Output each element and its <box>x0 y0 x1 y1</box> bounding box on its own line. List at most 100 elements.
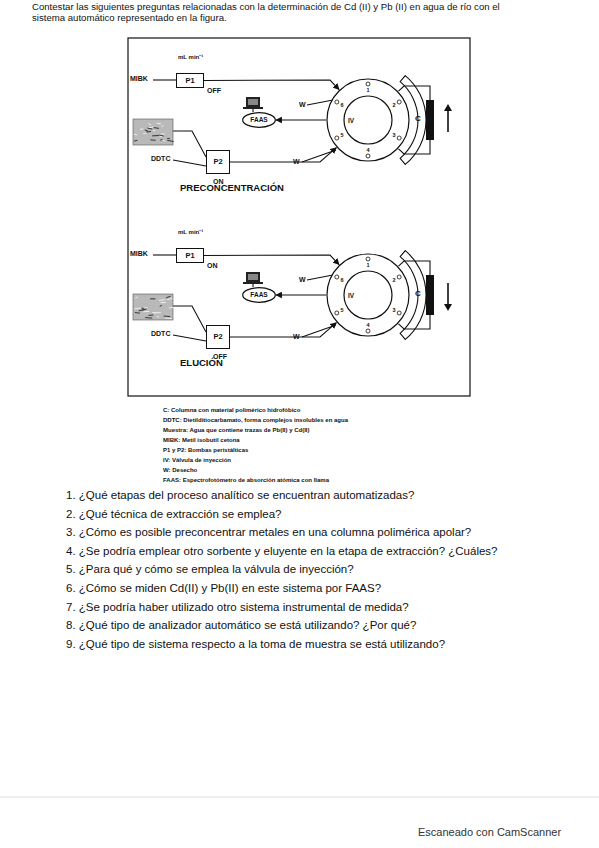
sample-texture <box>160 305 162 306</box>
port-number: 6 <box>340 277 343 283</box>
valve-port <box>366 329 370 333</box>
port-number: 3 <box>392 307 395 313</box>
sample-texture <box>149 314 154 315</box>
valve-port <box>335 311 339 315</box>
port-number: 1 <box>366 87 369 93</box>
node-label: C <box>415 290 421 298</box>
abbreviation-note: Muestra: Agua que contiene trazas de Pb(… <box>163 427 309 434</box>
sample-texture <box>145 130 148 131</box>
sample-texture <box>157 123 161 124</box>
abbreviation-note: DDTC: Dietilditiocarbamato, forma comple… <box>163 417 348 424</box>
valve-outer <box>327 254 409 336</box>
question: 8. ¿Qué tipo de analizador automático se… <box>66 619 416 632</box>
panel-title: ELUCIÓN <box>180 358 223 368</box>
detector-ellipse: FAAS <box>242 112 276 128</box>
tube-line <box>173 131 206 157</box>
sample-texture <box>164 316 171 318</box>
port-number: 4 <box>366 322 369 328</box>
direction-arrow <box>447 283 449 307</box>
abbreviation-note: P1 y P2: Bombas peristálticas <box>163 447 248 454</box>
column: C <box>426 275 434 315</box>
tube-line <box>173 335 206 341</box>
direction-arrow <box>447 108 449 132</box>
valve-port <box>366 82 370 86</box>
valve-port <box>397 275 401 279</box>
sample-texture <box>143 132 147 134</box>
sample-texture <box>134 140 137 142</box>
sample-picture <box>133 119 173 145</box>
node-label: P1 <box>185 77 194 85</box>
sample-texture <box>160 139 162 141</box>
computer-base <box>243 282 263 284</box>
tube-connector <box>204 80 339 90</box>
ellipse-shape <box>243 288 276 303</box>
port-number: 4 <box>366 147 369 153</box>
question: 7. ¿Se podría haber utilizado otro siste… <box>66 601 409 614</box>
sample-texture <box>159 135 164 136</box>
port-number: 6 <box>340 102 343 108</box>
sample-texture <box>163 140 166 142</box>
arrow-head <box>444 304 452 311</box>
sample-texture <box>152 130 155 131</box>
node-label: IV <box>348 118 354 125</box>
question: 2. ¿Qué técnica de extracción se emplea? <box>66 508 281 521</box>
pump-box: P1 <box>176 73 204 88</box>
computer-screen <box>248 274 258 280</box>
sample-texture <box>140 128 143 129</box>
stream-label: mL min⁻¹ <box>178 54 203 61</box>
sample-texture <box>143 311 149 312</box>
node-label: FAAS <box>250 292 267 299</box>
sample-texture <box>152 135 159 136</box>
computer-screen <box>248 99 258 105</box>
tube-line <box>307 100 333 105</box>
sample-texture <box>153 127 159 129</box>
tube-connector <box>399 140 430 154</box>
sample-texture <box>150 139 155 140</box>
abbreviation-note: FAAS: Espectrofotómetro de absorción ató… <box>163 477 329 484</box>
valve-inner <box>344 96 392 144</box>
valve-port <box>397 311 401 315</box>
detector-ellipse: FAAS <box>242 287 276 303</box>
sample-texture <box>135 312 140 314</box>
valve-port <box>335 136 339 140</box>
sample-texture <box>147 127 153 129</box>
tube-line <box>173 160 206 166</box>
stream-label: OFF <box>207 87 221 95</box>
arrow-head <box>444 104 452 111</box>
stream-label: W <box>293 158 300 166</box>
question: 9. ¿Qué tipo de sistema respecto a la to… <box>66 638 445 651</box>
question: 3. ¿Cómo es posible preconcentrar metale… <box>66 526 471 539</box>
stream-label: DDTC <box>151 330 170 338</box>
stream-label: MIBK <box>130 75 148 83</box>
valve-port <box>335 100 339 104</box>
computer-base <box>243 107 263 109</box>
tube-line <box>153 79 176 80</box>
tube-connector <box>276 294 326 295</box>
port-number: 2 <box>392 102 395 108</box>
pump-box: P1 <box>176 248 204 263</box>
node-label: P1 <box>185 252 194 260</box>
tube-connector <box>399 261 430 275</box>
question: 6. ¿Cómo se miden Cd(II) y Pb(II) en est… <box>66 582 381 595</box>
port-number: 5 <box>340 307 343 313</box>
stream-label: W <box>299 101 306 109</box>
sample-texture <box>142 309 146 310</box>
sample-texture <box>150 298 155 299</box>
tube-connector <box>399 86 430 100</box>
sample-texture <box>152 312 156 314</box>
ellipse-shape <box>243 113 276 128</box>
sample-texture <box>167 298 172 299</box>
tube-connector <box>230 323 336 337</box>
sample-texture <box>145 317 152 318</box>
panel-title: PRECONCENTRACIÓN <box>180 183 284 193</box>
valve-port <box>366 154 370 158</box>
sample-texture <box>147 128 152 129</box>
abbreviation-note: IV: Válvula de inyección <box>163 457 231 464</box>
node-label: P2 <box>213 333 222 341</box>
pump-box: P2 <box>206 150 230 174</box>
flow-panel <box>133 251 452 341</box>
port-number: 3 <box>392 132 395 138</box>
sample-texture <box>135 297 137 298</box>
node-label: C <box>415 115 421 123</box>
